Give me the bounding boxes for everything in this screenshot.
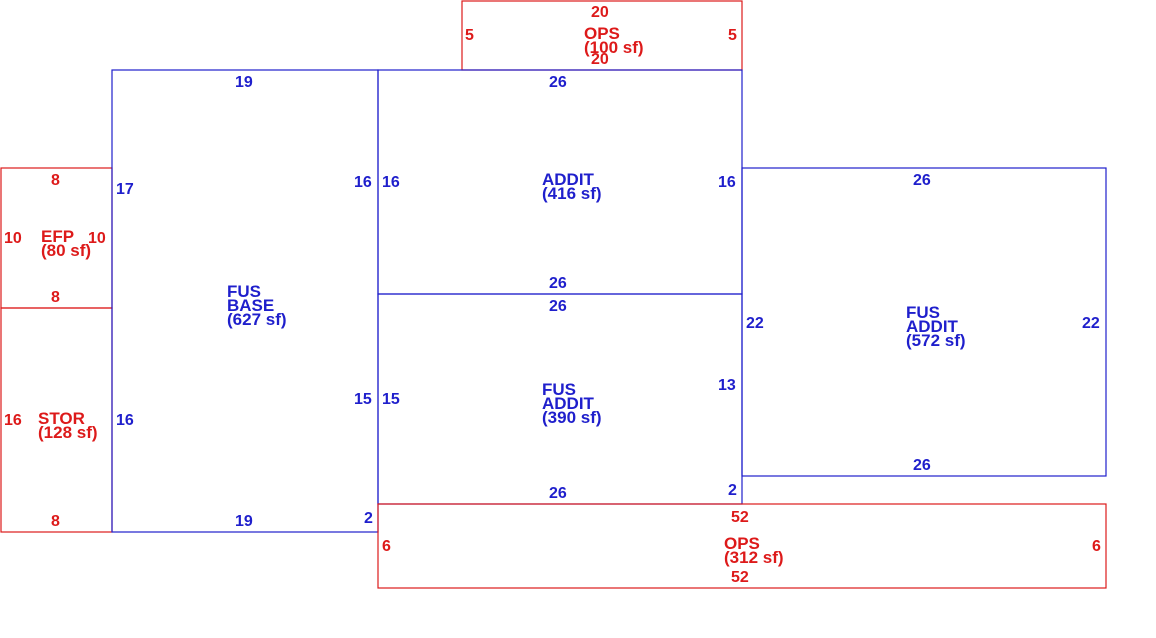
dim-fus-addit-right-right: 22	[1082, 315, 1100, 332]
area-fus-addit-mid-size: (390 sf)	[542, 408, 602, 427]
area-fus-base: FUS BASE (627 sf) 19 17 16 16 15 19 2	[111, 69, 379, 533]
dim-ops-bottom-bottom: 52	[731, 569, 749, 586]
dim-efp-bottom: 8	[51, 289, 60, 306]
dim-efp-right: 10	[88, 230, 106, 247]
dim-ops-bottom-left: 6	[382, 538, 391, 555]
dim-ops-bottom-right: 6	[1092, 538, 1101, 555]
area-fus-addit-mid: FUS ADDIT (390 sf) 26 15 13 26 2	[377, 293, 743, 505]
area-stor-size: (128 sf)	[38, 423, 98, 442]
dim-fus-addit-mid-top: 26	[549, 298, 567, 315]
area-ops-top-name: OPS	[584, 24, 620, 43]
dim-fus-base-left-lower: 16	[116, 412, 134, 429]
dim-ops-top-bottom: 20	[591, 51, 609, 68]
dim-ops-top-left: 5	[465, 27, 474, 44]
area-efp-size: (80 sf)	[41, 241, 91, 260]
area-addit-upper-name: ADDIT	[542, 170, 595, 189]
area-ops-top-size: (100 sf)	[584, 38, 644, 57]
area-fus-addit-right: FUS ADDIT (572 sf) 26 22 22 26	[741, 167, 1107, 477]
dim-stor-left: 16	[4, 412, 22, 429]
dim-fus-addit-mid-bottom: 26	[549, 485, 567, 502]
area-fus-addit-mid-name: FUS	[542, 380, 576, 399]
dim-fus-base-top: 19	[235, 74, 253, 91]
area-stor: STOR (128 sf) 16 8	[0, 307, 113, 533]
dim-fus-base-right-lower: 15	[354, 391, 372, 408]
area-efp-name: EFP	[41, 227, 74, 246]
dim-ops-top-right: 5	[728, 27, 737, 44]
dim-ops-bottom-top: 52	[731, 509, 749, 526]
area-ops-bottom-size: (312 sf)	[724, 548, 784, 567]
area-fus-addit-mid-type: ADDIT	[542, 394, 595, 413]
area-fus-addit-right-size: (572 sf)	[906, 331, 966, 350]
area-addit-upper-size: (416 sf)	[542, 184, 602, 203]
area-ops-top: OPS (100 sf) 20 20 5 5	[461, 0, 743, 71]
dim-fus-addit-right-bottom: 26	[913, 457, 931, 474]
area-ops-bottom-name: OPS	[724, 534, 760, 553]
dim-fus-addit-mid-left: 15	[382, 391, 400, 408]
dim-fus-base-bottom: 19	[235, 513, 253, 530]
area-stor-name: STOR	[38, 409, 85, 428]
area-efp: EFP (80 sf) 8 8 10 10	[0, 167, 113, 309]
area-fus-base-size: (627 sf)	[227, 310, 287, 329]
dim-stor-bottom: 8	[51, 513, 60, 530]
dim-addit-upper-bottom: 26	[549, 275, 567, 292]
dim-addit-upper-left: 16	[382, 174, 400, 191]
dim-fus-addit-mid-corner: 2	[728, 482, 737, 499]
dim-addit-upper-right: 16	[718, 174, 736, 191]
area-ops-bottom-outline	[377, 503, 1107, 589]
dim-addit-upper-top: 26	[549, 74, 567, 91]
area-fus-base-name: FUS	[227, 282, 261, 301]
dim-efp-left: 10	[4, 230, 22, 247]
area-fus-addit-right-type: ADDIT	[906, 317, 959, 336]
area-fus-base-type: BASE	[227, 296, 274, 315]
dim-ops-top-top: 20	[591, 4, 609, 21]
area-ops-bottom: OPS (312 sf) 52 52 6 6	[377, 503, 1107, 589]
dim-fus-base-left-upper: 17	[116, 181, 134, 198]
dim-fus-base-corner: 2	[364, 510, 373, 527]
area-fus-addit-right-outline	[741, 167, 1107, 477]
dim-fus-addit-right-left: 22	[746, 315, 764, 332]
dim-fus-addit-mid-right: 13	[718, 377, 736, 394]
dim-fus-base-right-upper: 16	[354, 174, 372, 191]
dim-fus-addit-right-top: 26	[913, 172, 931, 189]
area-addit-upper: ADDIT (416 sf) 26 16 16 26	[377, 69, 743, 295]
dim-efp-top: 8	[51, 172, 60, 189]
area-fus-addit-right-name: FUS	[906, 303, 940, 322]
